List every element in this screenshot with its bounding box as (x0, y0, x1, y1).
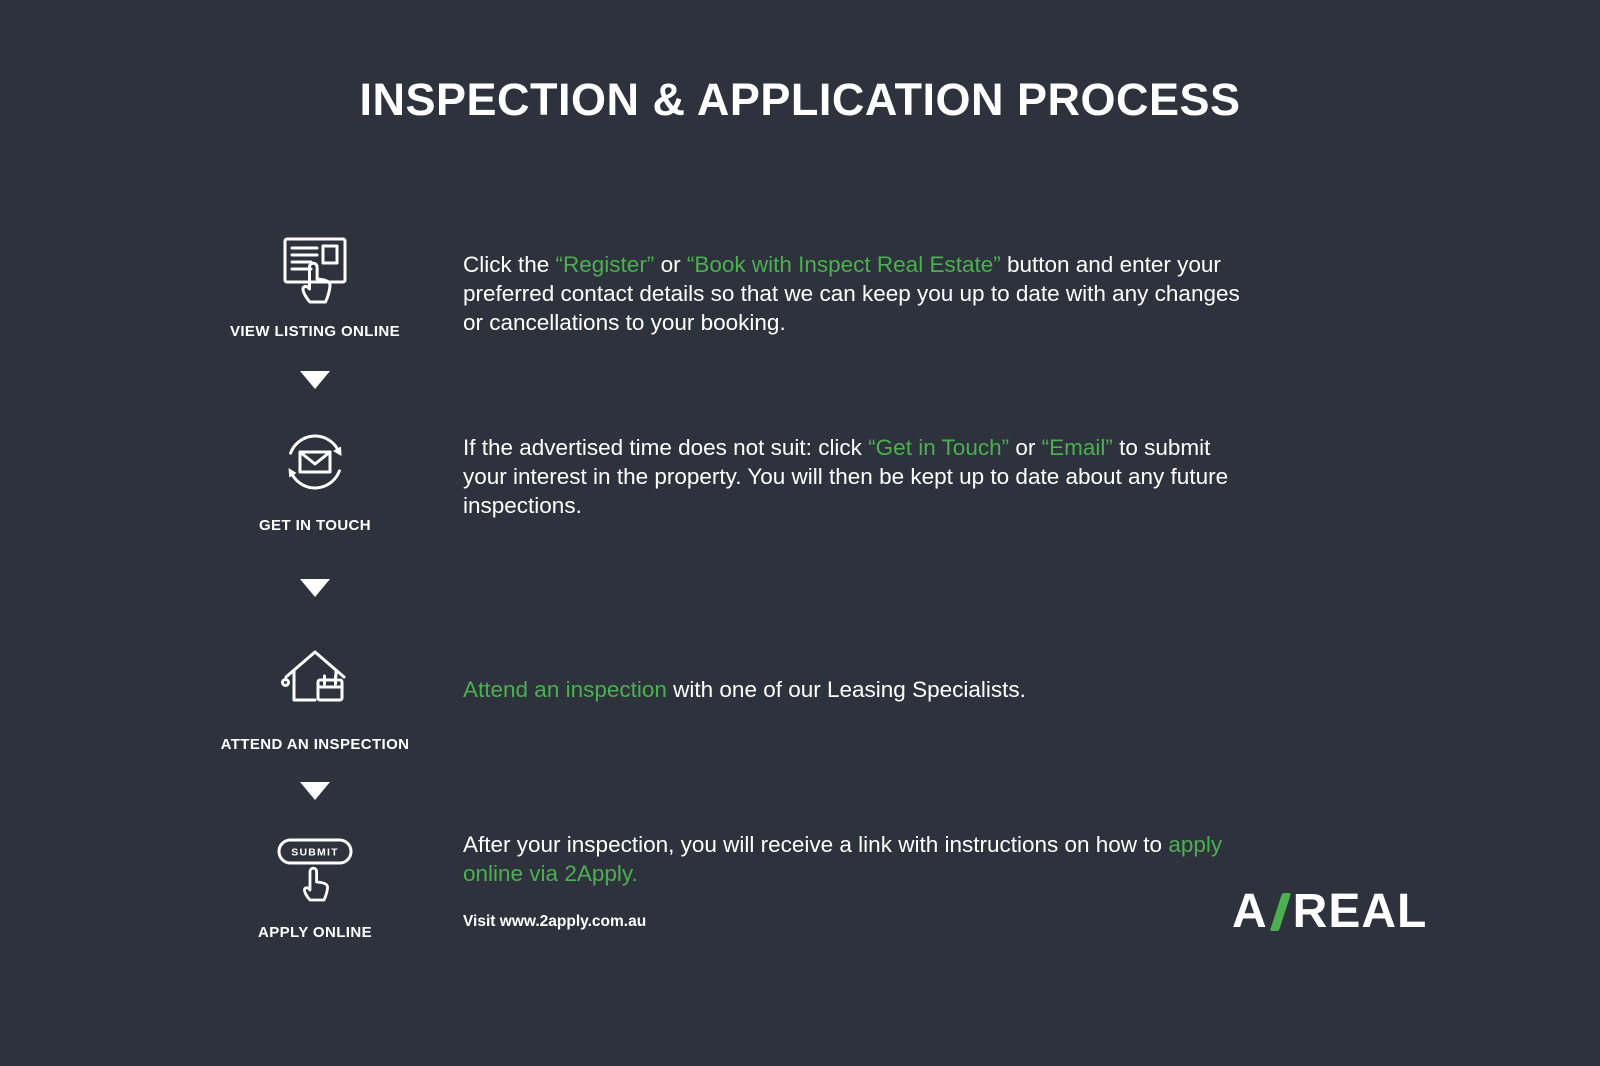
submit-button-label: SUBMIT (291, 847, 338, 859)
description-view-listing-online: Click the “Register” or “Book with Inspe… (463, 250, 1243, 337)
submit-click-icon: SUBMIT (277, 838, 353, 902)
body-text: or (1009, 435, 1042, 460)
body-text: Click the (463, 252, 556, 277)
page-title: INSPECTION & APPLICATION PROCESS (359, 74, 1241, 125)
step-apply-online: SUBMIT APPLY ONLINE (165, 836, 465, 941)
areal-logo: A REAL (1232, 884, 1427, 939)
down-arrow-icon (300, 579, 330, 597)
body-text: button and enter your preferred contact … (463, 252, 1240, 335)
logo-word-real: REAL (1292, 885, 1428, 938)
step-label-get-in-touch: GET IN TOUCH (258, 517, 372, 534)
description-apply-online: After your inspection, you will receive … (463, 830, 1243, 888)
listing-click-icon (283, 237, 347, 304)
step-view-listing-online: VIEW LISTING ONLINE (165, 226, 465, 340)
body-text: to submit your interest in the property.… (463, 435, 1229, 518)
highlighted-text: “Book with Inspect Real Estate” (686, 252, 1001, 277)
body-text: with one of our Leasing Specialists. (666, 677, 1026, 702)
highlighted-text: “Email” (1041, 435, 1113, 460)
green-slash-icon (1269, 892, 1291, 931)
description-attend-an-inspection: Attend an inspection with one of our Lea… (463, 675, 1243, 704)
logo-letter-a: A (1232, 885, 1268, 938)
highlighted-text: apply online via 2Apply. (463, 832, 1223, 886)
highlighted-text: Attend an inspection (463, 677, 667, 702)
step-label-view-listing-online: VIEW LISTING ONLINE (229, 323, 401, 340)
down-arrow-icon (300, 371, 330, 389)
highlighted-text: “Get in Touch” (868, 435, 1010, 460)
house-calendar-icon (281, 650, 346, 702)
email-refresh-icon (288, 434, 342, 490)
body-text: If the advertised time does not suit: cl… (463, 435, 869, 460)
step-label-attend-an-inspection: ATTEND AN INSPECTION (220, 736, 410, 753)
highlighted-text: “Register” (555, 252, 655, 277)
step-get-in-touch: GET IN TOUCH (165, 420, 465, 534)
body-text: After your inspection, you will receive … (463, 832, 1169, 857)
step-attend-an-inspection: ATTEND AN INSPECTION (165, 634, 465, 753)
down-arrow-icon (300, 782, 330, 800)
visit-note: Visit www.2apply.com.au (463, 913, 647, 930)
description-get-in-touch: If the advertised time does not suit: cl… (463, 433, 1243, 520)
step-label-apply-online: APPLY ONLINE (258, 924, 372, 941)
body-text: or (654, 252, 687, 277)
